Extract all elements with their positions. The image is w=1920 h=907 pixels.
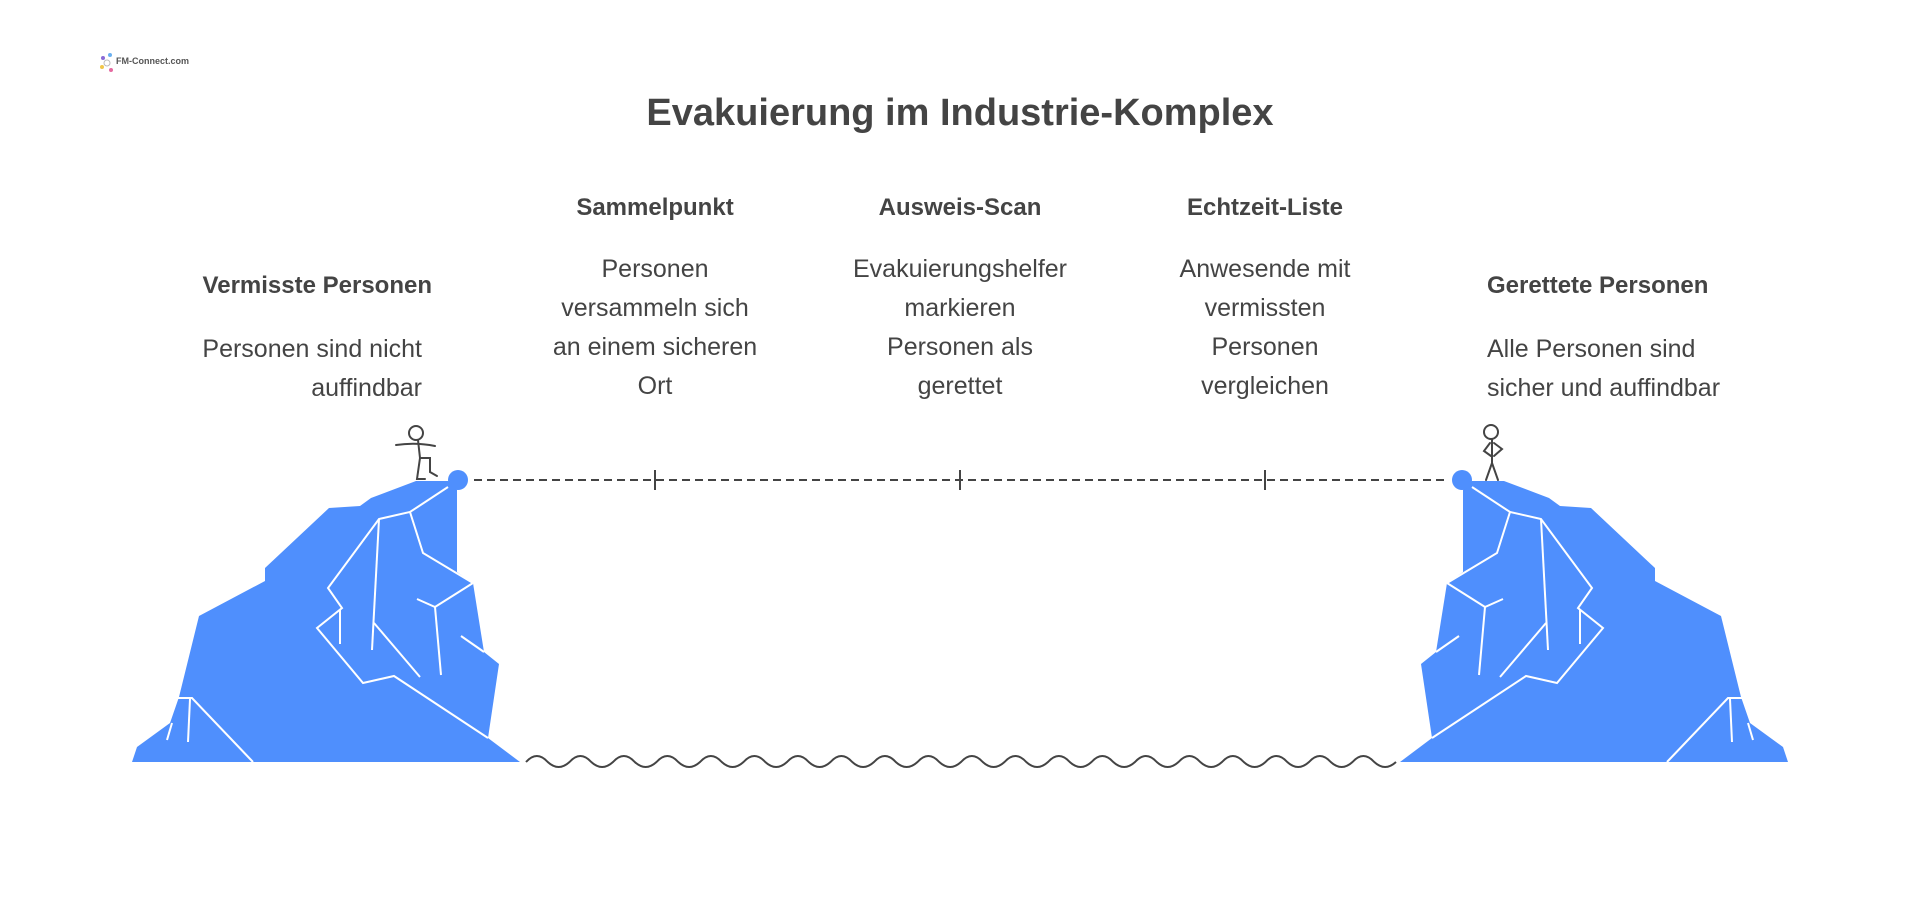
step-desc-line: markieren	[904, 294, 1016, 322]
start-block: Vermisste Personen Personen sind nicht a…	[160, 272, 432, 408]
stick-figure-standing-icon	[1482, 424, 1504, 481]
step-desc-line: Personen als	[887, 333, 1033, 361]
logo-mark-icon	[100, 53, 113, 72]
step-desc-line: gerettet	[917, 372, 1003, 400]
end-desc-line: Alle Personen sind	[1487, 335, 1696, 363]
end-block: Gerettete Personen Alle Personen sind si…	[1487, 272, 1787, 408]
end-node	[1452, 470, 1472, 490]
step-desc-line: Personen	[601, 255, 709, 283]
step-desc-line: Ort	[637, 372, 673, 400]
end-heading: Gerettete Personen	[1487, 272, 1709, 299]
step-desc-line: vermissten	[1204, 294, 1326, 322]
step-desc-line: Personen	[1211, 333, 1319, 361]
logo: FM-Connect.com	[98, 52, 189, 74]
left-cliff	[132, 481, 520, 763]
page-title: Evakuierung im Industrie-Komplex	[646, 92, 1274, 134]
step-desc-line: Evakuierungshelfer	[852, 255, 1067, 283]
step-desc-line: an einem sicheren	[552, 333, 758, 361]
cliff-cracks	[166, 486, 489, 763]
start-desc-line: auffindbar	[311, 374, 422, 402]
water-wave	[525, 755, 1397, 768]
logo-text: FM-Connect.com	[116, 56, 189, 66]
end-desc-line: sicher und auffindbar	[1487, 374, 1721, 402]
step-desc-line: vergleichen	[1201, 372, 1329, 400]
start-heading: Vermisste Personen	[202, 272, 432, 299]
step-heading: Echtzeit-Liste	[1186, 194, 1344, 221]
start-desc-line: Personen sind nicht	[202, 335, 422, 363]
step-desc-line: Anwesende mit	[1179, 255, 1351, 283]
right-cliff	[1399, 480, 1789, 763]
start-node	[448, 470, 468, 490]
stick-figure-walking-icon	[395, 425, 438, 480]
step-desc-line: versammeln sich	[561, 294, 749, 322]
step-heading: Sammelpunkt	[576, 194, 734, 221]
step-heading: Ausweis-Scan	[878, 194, 1042, 221]
